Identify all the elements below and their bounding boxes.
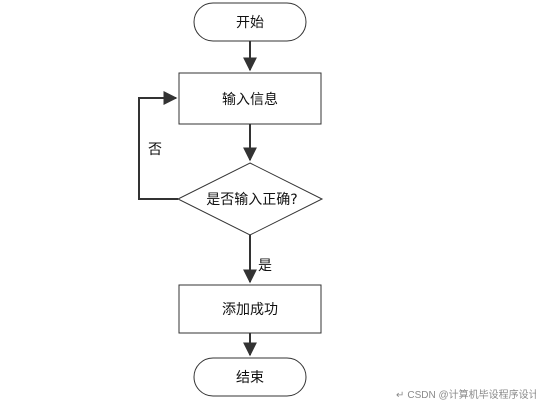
- start-label: 开始: [236, 15, 264, 31]
- success-label: 添加成功: [222, 302, 278, 318]
- watermark-text: CSDN @计算机毕设程序设计: [407, 390, 536, 401]
- end-label: 结束: [236, 370, 264, 386]
- edge-check-no-loop: [138, 91, 178, 200]
- start-node: 开始: [193, 2, 307, 42]
- end-node: 结束: [193, 357, 307, 397]
- edge-label-yes: 是: [258, 258, 272, 274]
- input-node: 输入信息: [178, 72, 322, 125]
- watermark: ↵CSDN @计算机毕设程序设计: [396, 386, 536, 401]
- return-arrow-icon: ↵: [396, 390, 405, 401]
- success-node: 添加成功: [178, 284, 322, 334]
- input-label: 输入信息: [222, 91, 278, 108]
- check-node: 是否输入正确?: [176, 162, 324, 236]
- edge-label-no: 否: [148, 142, 162, 158]
- check-label: 是否输入正确?: [206, 192, 297, 208]
